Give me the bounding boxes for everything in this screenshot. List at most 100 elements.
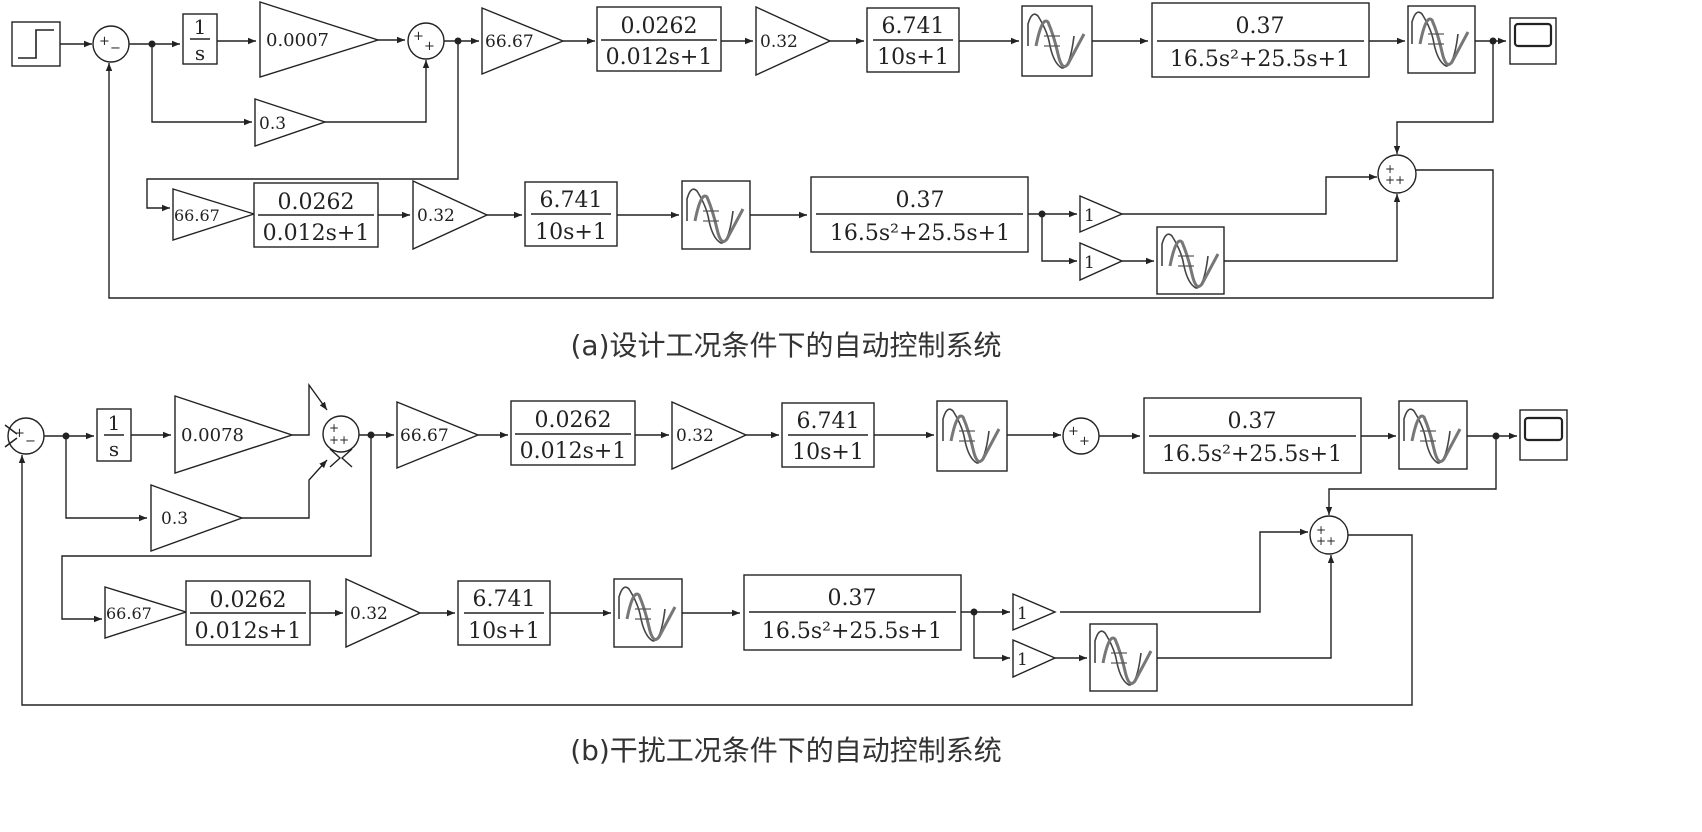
svg-text:6.741: 6.741 [882, 14, 945, 39]
sum-junction-output-b: + + + [1309, 515, 1349, 555]
svg-text:0.0262: 0.0262 [621, 14, 698, 39]
svg-text:66.67: 66.67 [106, 604, 152, 623]
integrator-block: 1 s [182, 13, 218, 65]
sum-junction-pi: + + [407, 22, 445, 60]
svg-text:0.012s+1: 0.012s+1 [263, 221, 370, 246]
svg-text:−: − [25, 434, 36, 449]
svg-text:s: s [109, 437, 119, 461]
transport-delay-4 [1156, 226, 1225, 295]
caption-a: (a)设计工况条件下的自动控制系统 [570, 329, 1001, 362]
tf-actuator-2-b: 0.0262 0.012s+1 [185, 580, 311, 646]
svg-text:6.741: 6.741 [540, 188, 603, 213]
sum-junction-output: + + + [1377, 154, 1417, 194]
diagram-b: + − 1 s 0.0078 0.3 + + + [4, 382, 1568, 706]
gain-unity-2: 1 [1079, 241, 1124, 282]
svg-text:+: + [339, 433, 349, 447]
gain-b1-b: 0.32 [671, 400, 748, 471]
gain-a2: 66.67 [172, 188, 257, 241]
svg-text:0.37: 0.37 [1228, 409, 1277, 434]
integrator-block-b: 1 s [96, 408, 132, 462]
scope-block-b [1519, 409, 1568, 461]
transport-delay-1 [1021, 5, 1093, 77]
tf-actuator-1: 0.0262 0.012s+1 [596, 6, 722, 72]
svg-text:+: + [1316, 523, 1326, 537]
svg-text:−: − [110, 41, 121, 56]
svg-text:0.012s+1: 0.012s+1 [606, 45, 713, 70]
svg-text:0.32: 0.32 [417, 206, 455, 226]
tf-process-1: 6.741 10s+1 [866, 7, 960, 73]
diagram-a: + − 1 s 0.0007 0.3 + + [11, 1, 1557, 299]
svg-text:0.37: 0.37 [1236, 14, 1285, 39]
svg-text:+: + [99, 34, 110, 49]
transport-delay-2 [1407, 5, 1476, 74]
tf-plant-1-b: 0.37 16.5s²+25.5s+1 [1143, 397, 1362, 474]
tf-process-2-b: 6.741 10s+1 [457, 580, 551, 646]
svg-text:0.3: 0.3 [161, 509, 188, 529]
svg-text:10s+1: 10s+1 [535, 220, 607, 245]
tf-plant-1: 0.37 16.5s²+25.5s+1 [1151, 2, 1370, 78]
gain-unity-1: 1 [1079, 194, 1124, 234]
svg-text:10s+1: 10s+1 [792, 440, 864, 465]
transport-delay-2-b [1398, 400, 1468, 470]
scope-block [1509, 17, 1557, 65]
svg-text:66.67: 66.67 [485, 32, 534, 52]
transport-delay-3-b [613, 578, 683, 648]
sum-junction-disturbance: + + [1062, 417, 1100, 455]
tf-process-1-b: 6.741 10s+1 [781, 402, 875, 468]
transport-delay-3 [681, 180, 751, 250]
tf-process-2: 6.741 10s+1 [524, 181, 618, 247]
svg-text:16.5s²+25.5s+1: 16.5s²+25.5s+1 [830, 221, 1010, 246]
svg-text:+: + [1316, 534, 1326, 548]
svg-text:0.0262: 0.0262 [535, 408, 612, 433]
svg-text:66.67: 66.67 [174, 206, 220, 225]
transport-delay-1-b [936, 400, 1008, 472]
svg-text:1: 1 [1017, 650, 1028, 670]
gain-proportional-b: 0.3 [150, 484, 245, 552]
svg-text:+: + [1326, 534, 1336, 548]
svg-text:+: + [329, 433, 339, 447]
svg-text:+: + [329, 421, 339, 435]
svg-text:16.5s²+25.5s+1: 16.5s²+25.5s+1 [1162, 442, 1342, 467]
gain-unity-2-b: 1 [1012, 638, 1057, 679]
svg-text:0.3: 0.3 [259, 114, 286, 134]
gain-proportional: 0.3 [254, 98, 328, 147]
svg-text:1: 1 [108, 411, 121, 435]
svg-text:+: + [1395, 173, 1405, 187]
svg-text:0.0262: 0.0262 [210, 588, 287, 613]
svg-text:0.012s+1: 0.012s+1 [520, 439, 627, 464]
svg-text:16.5s²+25.5s+1: 16.5s²+25.5s+1 [762, 619, 942, 644]
integrator-den: s [195, 41, 205, 65]
transport-delay-4-b [1089, 623, 1158, 692]
svg-text:0.0262: 0.0262 [278, 190, 355, 215]
svg-text:0.0078: 0.0078 [181, 425, 244, 446]
gain-b1: 0.32 [755, 5, 832, 77]
sum-junction-input-b: + − [4, 417, 45, 455]
caption-b: (b)干扰工况条件下的自动控制系统 [570, 734, 1002, 767]
gain-a2-b: 66.67 [104, 586, 189, 639]
svg-text:1: 1 [1084, 206, 1095, 226]
svg-text:6.741: 6.741 [473, 587, 536, 612]
gain-b2-b: 0.32 [345, 577, 422, 649]
svg-text:6.741: 6.741 [797, 409, 860, 434]
sum-junction-pi-b: + + + [322, 415, 360, 468]
tf-actuator-1-b: 0.0262 0.012s+1 [510, 400, 636, 466]
gain-b2: 0.32 [412, 179, 489, 251]
gain-unity-1-b: 1 [1012, 592, 1057, 632]
svg-text:+: + [413, 29, 424, 44]
gain-integral-b: 0.0078 [174, 395, 295, 474]
svg-text:0.012s+1: 0.012s+1 [195, 619, 302, 644]
svg-text:0.32: 0.32 [760, 32, 798, 52]
sum-junction-input: + − [92, 25, 130, 63]
svg-text:0.37: 0.37 [896, 188, 945, 213]
step-source-block [11, 21, 61, 67]
svg-text:+: + [1079, 434, 1090, 449]
gain-integral: 0.0007 [259, 1, 381, 78]
tf-actuator-2: 0.0262 0.012s+1 [253, 182, 379, 248]
svg-text:1: 1 [1084, 253, 1095, 273]
svg-text:1: 1 [1017, 604, 1028, 624]
svg-text:+: + [14, 426, 25, 441]
svg-text:10s+1: 10s+1 [877, 45, 949, 70]
svg-text:16.5s²+25.5s+1: 16.5s²+25.5s+1 [1170, 47, 1350, 72]
integrator-num: 1 [194, 15, 207, 39]
